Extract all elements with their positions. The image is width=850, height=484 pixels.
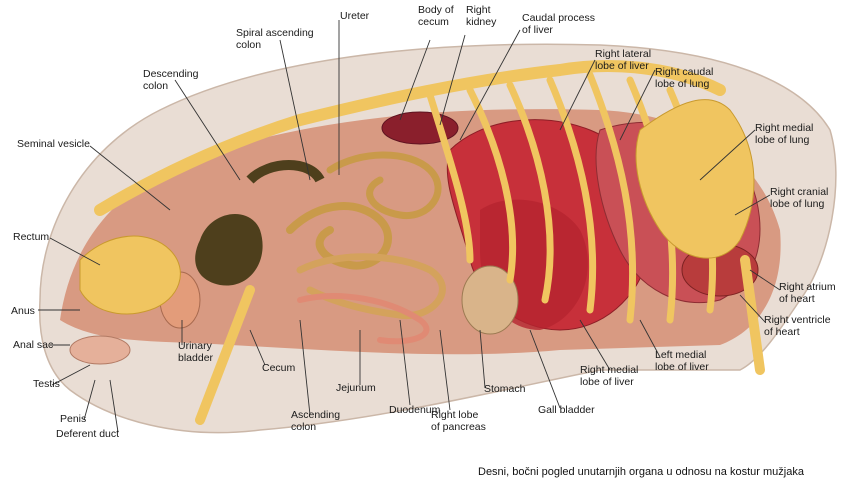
label-ureter: Ureter [340, 10, 370, 22]
label-spiral-ascending-colon: Spiral ascending colon [236, 27, 314, 51]
label-right-kidney: Right kidney [466, 4, 497, 28]
label-right-atrium-of-heart: Right atrium of heart [779, 281, 836, 305]
label-right-medial-lobe-of-liver: Right medial lobe of liver [580, 364, 639, 388]
hind-leg-bone [195, 285, 255, 425]
label-ascending-colon: Ascending colon [291, 409, 341, 433]
leader-lines [38, 20, 781, 433]
label-descending-colon: Descending colon [143, 68, 199, 92]
stomach-shape [461, 265, 519, 335]
label-right-ventricle-of-heart: Right ventricle of heart [764, 314, 831, 338]
scapula [635, 99, 755, 259]
label-urinary-bladder: Urinary bladder [178, 340, 214, 364]
label-testis: Testis [33, 378, 60, 390]
label-left-medial-lobe-of-liver: Left medial lobe of liver [655, 349, 709, 373]
label-anus: Anus [11, 305, 35, 317]
label-body-of-cecum: Body of cecum [418, 4, 454, 28]
label-seminal-vesicle: Seminal vesicle [17, 138, 90, 150]
pelvis [79, 235, 181, 315]
label-caudal-process-of-liver: Caudal process of liver [522, 12, 595, 36]
fore-leg-bone [740, 255, 765, 375]
label-right-lateral-lobe-of-liver: Right lateral lobe of liver [595, 48, 652, 72]
label-rectum: Rectum [13, 231, 50, 243]
intestines [286, 151, 446, 345]
colon-loop [246, 160, 325, 184]
label-deferent-duct: Deferent duct [56, 428, 120, 440]
figure-caption: Desni, bočni pogled unutarnjih organa u … [478, 466, 804, 478]
label-cecum: Cecum [262, 362, 296, 374]
label-penis: Penis [60, 413, 87, 425]
label-right-medial-lobe-of-lung: Right medial lobe of lung [755, 122, 814, 146]
label-right-lobe-of-pancreas: Right lobe of pancreas [431, 409, 486, 433]
label-right-caudal-lobe-of-lung: Right caudal lobe of lung [655, 66, 714, 90]
label-gall-bladder: Gall bladder [538, 404, 595, 416]
colon-shape [195, 213, 263, 286]
label-right-cranial-lobe-of-lung: Right cranial lobe of lung [770, 186, 829, 210]
label-anal-sac: Anal sac [13, 339, 54, 351]
label-duodenum: Duodenum [389, 404, 441, 416]
label-stomach: Stomach [484, 383, 526, 395]
testis-shape [69, 335, 131, 365]
label-jejunum: Jejunum [336, 382, 376, 394]
spine [94, 60, 726, 216]
